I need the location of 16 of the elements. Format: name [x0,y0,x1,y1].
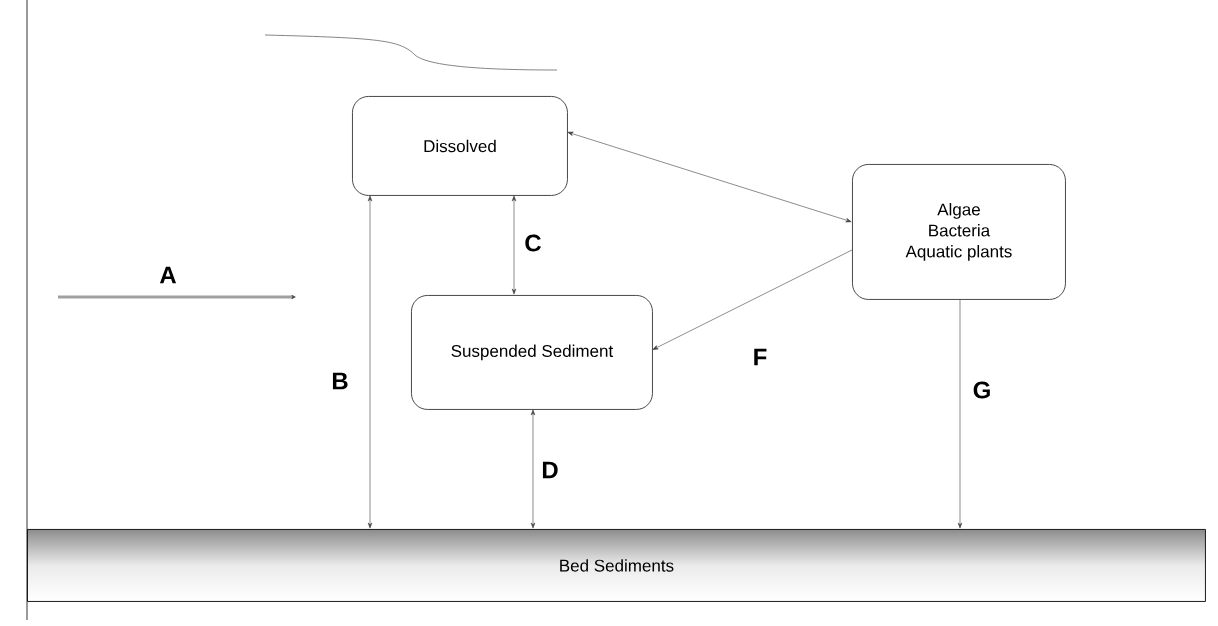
edge-label: F [751,347,769,367]
process-box: Dissolved [352,96,568,196]
process-box: Algae Bacteria Aquatic plants [852,164,1066,300]
arrow [957,298,963,529]
flow-label: A [159,266,177,284]
process-box: Suspended Sediment [411,295,653,410]
edge-label: B [330,371,350,391]
arrow [511,195,517,295]
edge-label: G [971,380,993,400]
arrow [652,249,853,350]
arrow [530,409,536,529]
edge-label: C [523,233,543,253]
arrow [567,131,852,223]
edge-label: D [540,460,560,480]
sediment-band: Bed Sediments [27,529,1206,602]
arrow [367,195,373,529]
